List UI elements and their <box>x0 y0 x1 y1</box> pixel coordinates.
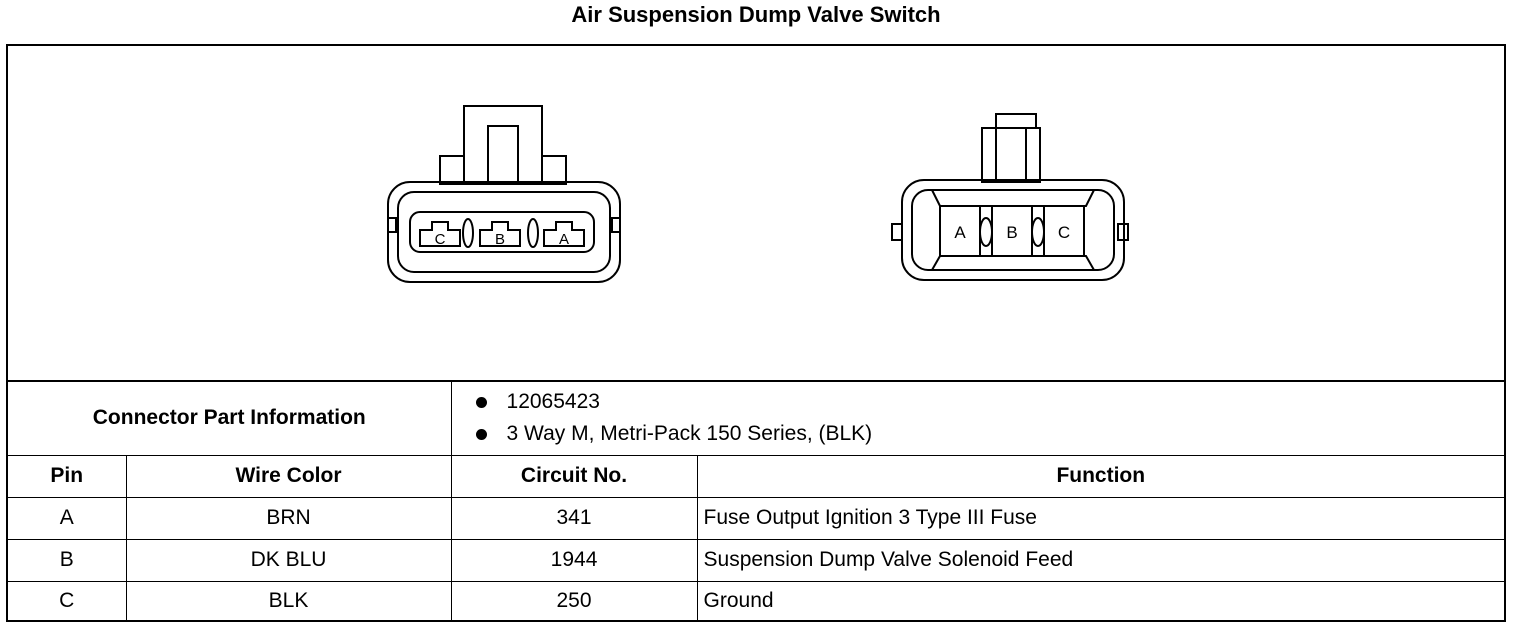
part-info-list: 12065423 3 Way M, Metri-Pack 150 Series,… <box>450 380 1505 456</box>
connector-diagram: C B A A B C <box>387 105 1129 283</box>
table-row: B DK BLU 1944 Suspension Dump Valve Sole… <box>8 538 1505 582</box>
wire-color-cell: BLK <box>125 580 452 621</box>
right-pin-label: C <box>1058 223 1070 242</box>
left-pin-label: C <box>435 231 446 248</box>
circuit-cell: 250 <box>450 580 698 621</box>
part-info-row: Connector Part Information 12065423 3 Wa… <box>8 380 1505 456</box>
right-pin-label: B <box>1006 223 1017 242</box>
table-row: C BLK 250 Ground <box>8 580 1505 621</box>
function-cell: Ground <box>696 580 1505 621</box>
table-row: A BRN 341 Fuse Output Ignition 3 Type II… <box>8 496 1505 540</box>
pinout-table: Connector Part Information 12065423 3 Wa… <box>8 380 1505 621</box>
part-info-item: 12065423 <box>475 386 1505 418</box>
header-circuit: Circuit No. <box>450 454 698 498</box>
part-info-item: 3 Way M, Metri-Pack 150 Series, (BLK) <box>475 418 1505 450</box>
part-description: 3 Way M, Metri-Pack 150 Series, (BLK) <box>506 422 873 446</box>
left-pin-label: A <box>559 231 569 248</box>
right-pin-label: A <box>954 223 966 242</box>
wire-color-cell: BRN <box>125 496 452 540</box>
pin-cell: A <box>8 496 127 540</box>
header-pin: Pin <box>8 454 127 498</box>
table-header-row: Pin Wire Color Circuit No. Function <box>8 454 1505 498</box>
header-function: Function <box>696 454 1505 498</box>
bullet-icon <box>475 428 487 440</box>
wire-color-cell: DK BLU <box>125 538 452 582</box>
part-info-label: Connector Part Information <box>8 380 452 456</box>
part-number: 12065423 <box>506 390 600 414</box>
function-cell: Fuse Output Ignition 3 Type III Fuse <box>696 496 1505 540</box>
pin-cell: C <box>8 580 127 621</box>
left-pin-label: B <box>495 231 505 248</box>
pin-cell: B <box>8 538 127 582</box>
connector-left-drawing <box>387 105 621 283</box>
circuit-cell: 341 <box>450 496 698 540</box>
header-wire-color: Wire Color <box>125 454 452 498</box>
bullet-icon <box>475 396 487 408</box>
page-title: Air Suspension Dump Valve Switch <box>571 2 941 27</box>
circuit-cell: 1944 <box>450 538 698 582</box>
function-cell: Suspension Dump Valve Solenoid Feed <box>696 538 1505 582</box>
connector-frame: C B A A B C Connector Part Information 1… <box>6 44 1506 622</box>
connector-right-drawing <box>891 113 1129 281</box>
